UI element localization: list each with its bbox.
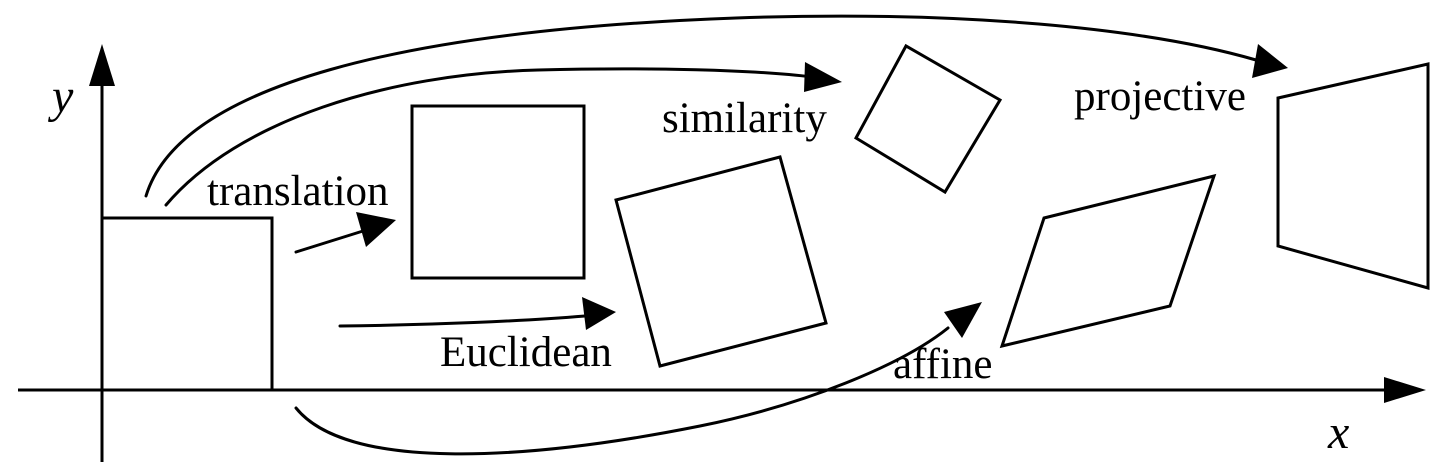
affine-parallelogram xyxy=(999,173,1217,349)
affine-arrow xyxy=(294,326,950,456)
euclidean-label: Euclidean xyxy=(440,329,612,376)
y-axis-arrowhead xyxy=(89,44,115,86)
original-square xyxy=(100,216,274,392)
x-axis-label: x xyxy=(1327,406,1349,459)
euclidean-square xyxy=(614,155,828,368)
affine-label: affine xyxy=(893,341,992,388)
similarity-arrow xyxy=(164,67,814,207)
similarity-arrowhead xyxy=(804,62,842,92)
y-axis-label: y xyxy=(47,70,74,123)
similarity-label: similarity xyxy=(662,95,827,142)
similarity-square xyxy=(853,43,1003,195)
projective-arrowhead xyxy=(1252,44,1288,78)
euclidean-arrowhead xyxy=(582,297,616,330)
translation-square xyxy=(410,104,586,280)
projective-label: projective xyxy=(1074,73,1246,120)
affine-arrowhead xyxy=(944,302,982,338)
translation-arrowhead xyxy=(356,212,396,247)
translation-arrow xyxy=(294,229,365,254)
translation-label: translation xyxy=(207,168,389,215)
projective-quadrilateral xyxy=(1276,62,1430,290)
euclidean-arrow xyxy=(338,314,587,328)
projective-arrow xyxy=(144,14,1258,198)
x-axis-arrowhead xyxy=(1384,377,1426,403)
